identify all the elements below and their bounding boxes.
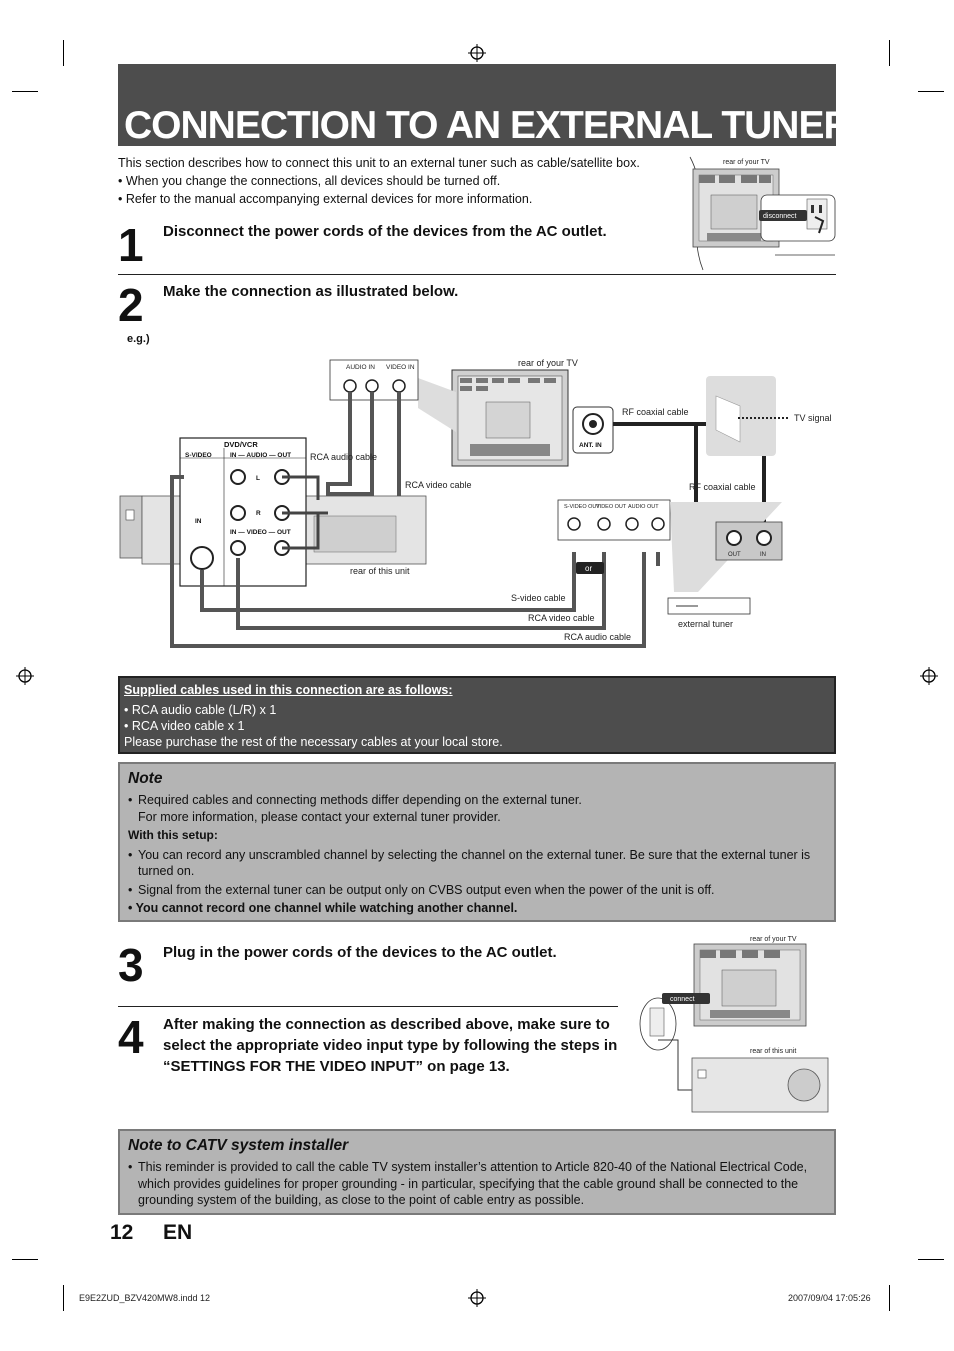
ant-in-label: ANT. IN [579, 442, 602, 449]
crop-mark [63, 40, 64, 66]
in-video-out-label: IN — VIDEO — OUT [230, 529, 291, 536]
illus3-tv-label: rear of your TV [750, 936, 797, 943]
crop-mark [918, 91, 944, 92]
example-label: e.g.) [127, 333, 150, 345]
divider [118, 274, 836, 275]
step-number: 3 [118, 939, 144, 991]
supplied-item: • RCA audio cable (L/R) x 1 [124, 703, 277, 717]
page-title: CONNECTION TO AN EXTERNAL TUNER [124, 104, 852, 147]
rca-video-cable-label: RCA video cable [405, 480, 472, 490]
supplied-heading: Supplied cables used in this connection … [124, 683, 453, 697]
title-banner: CONNECTION TO AN EXTERNAL TUNER [118, 64, 852, 147]
catv-note-title: Note to CATV system installer [128, 1137, 349, 1154]
r-label: R [256, 510, 261, 517]
note-body: Required cables and connecting methods d… [128, 792, 828, 917]
footer-date: 2007/09/04 17:05:26 [788, 1293, 871, 1303]
step-number: 2 [118, 279, 144, 331]
registration-mark-icon [468, 44, 486, 62]
with-setup-label: With this setup: [128, 828, 218, 842]
rca-video-cable-label: RCA video cable [528, 613, 595, 623]
note-warning: • You cannot record one channel while wa… [128, 901, 518, 915]
step-text: Plug in the power cords of the devices t… [163, 944, 557, 961]
tv-signal-label: TV signal [794, 413, 832, 423]
note-text: For more information, please contact you… [138, 809, 501, 824]
divider [118, 1006, 618, 1007]
in-audio-out-label: IN — AUDIO — OUT [230, 452, 291, 459]
dvdvcr-label: DVD/VCR [224, 440, 258, 449]
tv-disconnect-illustration: rear of your TV disconnect [689, 156, 836, 271]
illus1-tv-label: rear of your TV [723, 159, 770, 166]
supplied-item: • RCA video cable x 1 [124, 719, 245, 733]
rca-audio-cable-label: RCA audio cable [310, 452, 377, 462]
catv-note-box: Note to CATV system installer This remin… [118, 1129, 836, 1215]
or-label: or [585, 564, 592, 573]
note-title: Note [128, 770, 163, 787]
step-number: 4 [118, 1011, 144, 1063]
external-tuner-label: external tuner [678, 619, 733, 629]
rf-cable-label: RF coaxial cable [689, 482, 756, 492]
tuner-video-label: VIDEO OUT [596, 504, 627, 510]
note-text: Required cables and connecting methods d… [138, 793, 582, 807]
intro-line: • When you change the connections, all d… [118, 174, 501, 188]
registration-mark-icon [920, 667, 938, 685]
registration-mark-icon [16, 667, 34, 685]
intro-text: This section describes how to connect th… [118, 154, 698, 208]
supplied-footer: Please purchase the rest of the necessar… [124, 735, 503, 749]
crop-mark [63, 1285, 64, 1311]
tv-video-in-label: VIDEO IN [386, 364, 415, 371]
step-text: After making the connection as described… [163, 1016, 618, 1075]
connection-diagram: rear of your TV ANT. IN AUDIO IN VIDEO I… [119, 358, 832, 648]
note-box: Note Required cables and connecting meth… [118, 762, 836, 922]
svideo-cable-label: S-video cable [511, 593, 566, 603]
tuner-in-label: IN [760, 552, 766, 558]
l-label: L [256, 475, 260, 482]
tv-audio-in-label: AUDIO IN [346, 364, 375, 371]
crop-mark [12, 91, 38, 92]
illus1-disconnect-label: disconnect [763, 213, 797, 220]
tv-rear-label: rear of your TV [518, 358, 578, 368]
tuner-svideo-label: S-VIDEO OUT [564, 504, 600, 510]
svideo-label: S-VIDEO [185, 452, 212, 459]
crop-mark [889, 1285, 890, 1311]
tuner-audio-label: AUDIO OUT [628, 504, 659, 510]
tv-connect-illustration: rear of your TV connect rear of this uni… [639, 936, 829, 1113]
intro-line: This section describes how to connect th… [118, 156, 640, 170]
intro-line: • Refer to the manual accompanying exter… [118, 192, 533, 206]
crop-mark [889, 40, 890, 66]
step-number: 1 [118, 219, 144, 271]
rf-cable-label: RF coaxial cable [622, 407, 689, 417]
page-number: 12 [110, 1221, 134, 1244]
rca-audio-cable-label: RCA audio cable [564, 632, 631, 642]
unit-rear-label: rear of this unit [350, 566, 410, 576]
crop-mark [12, 1259, 38, 1260]
step-text: Make the connection as illustrated below… [163, 283, 459, 300]
out-label: OUT [728, 552, 741, 558]
note-bullet: You can record any unscrambled channel b… [128, 847, 828, 880]
supplied-cables-box: Supplied cables used in this connection … [118, 676, 836, 754]
page-language: EN [163, 1221, 193, 1244]
catv-note-text: This reminder is provided to call the ca… [128, 1159, 838, 1209]
note-bullet: Required cables and connecting methods d… [128, 792, 828, 825]
footer-file: E9E2ZUD_BZV420MW8.indd 12 [79, 1293, 211, 1303]
step-text: Disconnect the power cords of the device… [163, 223, 607, 240]
crop-mark [918, 1259, 944, 1260]
note-bullet: Signal from the external tuner can be ou… [128, 882, 828, 899]
in-label: IN [195, 518, 202, 525]
illus3-connect-label: connect [670, 996, 695, 1003]
registration-mark-icon [468, 1289, 486, 1307]
illus3-unit-label: rear of this unit [750, 1048, 796, 1055]
